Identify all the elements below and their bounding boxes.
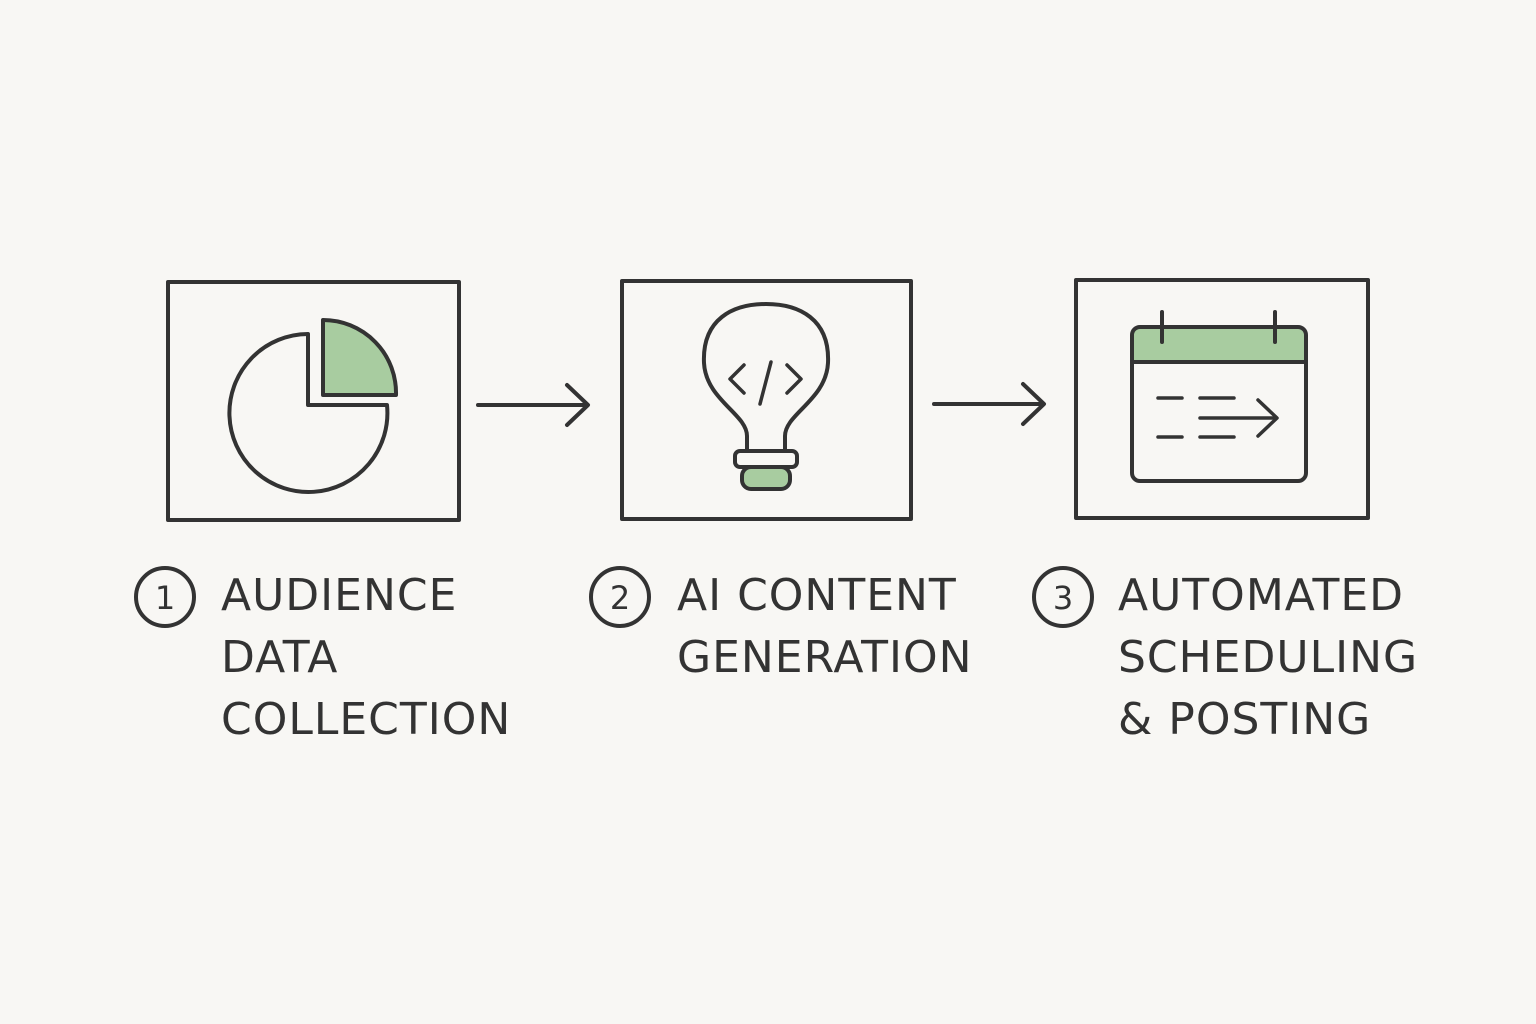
step-3-number: 3: [1053, 579, 1073, 617]
code-slash: [758, 360, 773, 406]
arrow-1-to-2: [476, 383, 590, 427]
step-2-number-badge: 2: [589, 566, 651, 628]
arrow-2-to-3: [932, 382, 1046, 426]
calendar-header-fill: [1132, 327, 1306, 362]
step-3-label-line: AUTOMATED: [1118, 570, 1405, 621]
step-2-label: AI CONTENT GENERATION: [677, 565, 972, 689]
step-3-number-badge: 3: [1032, 566, 1094, 628]
step-3-label: AUTOMATED SCHEDULING & POSTING: [1118, 565, 1418, 751]
pie-chart-main-slice: [227, 332, 390, 494]
step-1-label-line: AUDIENCE: [221, 570, 458, 621]
step-1-label-line: DATA: [221, 632, 339, 683]
step-2-number: 2: [610, 579, 630, 617]
step-1-label-line: COLLECTION: [221, 694, 512, 745]
step-3-label-line: & POSTING: [1118, 694, 1372, 745]
lightbulb-base-cap: [740, 465, 792, 491]
step-2-label-line: AI CONTENT: [677, 570, 957, 621]
code-right-bracket: [785, 363, 803, 395]
code-left-bracket: [728, 363, 746, 395]
pie-chart-highlight-slice: [321, 318, 399, 397]
step-1-box: [166, 280, 461, 522]
step-2-label-line: GENERATION: [677, 632, 973, 683]
calendar-schedule-icon: [1130, 310, 1308, 483]
lightbulb-base-band: [733, 449, 799, 469]
step-3-box: [1074, 278, 1370, 520]
code-lightbulb-icon: [701, 302, 831, 491]
step-2-box: [620, 279, 913, 521]
lightbulb-outline: [701, 302, 831, 453]
pie-chart-icon: [227, 318, 399, 494]
step-1-number: 1: [155, 579, 175, 617]
calendar-frame: [1130, 325, 1308, 483]
step-1-label: AUDIENCE DATA COLLECTION: [221, 565, 511, 751]
schedule-arrow-head: [1256, 398, 1279, 438]
step-1-number-badge: 1: [134, 566, 196, 628]
step-3-label-line: SCHEDULING: [1118, 632, 1419, 683]
